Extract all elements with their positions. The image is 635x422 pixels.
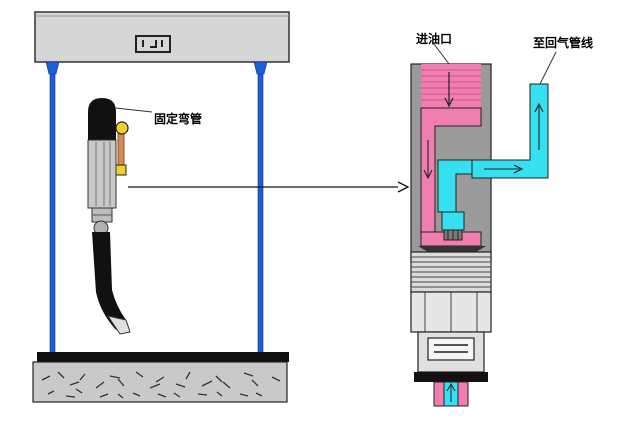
label-fixed-bend: 固定弯管 <box>154 112 203 126</box>
nozzle-cross-section <box>410 43 557 407</box>
label-oil-inlet: 进油口 <box>416 32 453 46</box>
handle-icon <box>135 35 171 53</box>
return-gas-pipe <box>471 83 549 179</box>
left-post <box>49 61 56 356</box>
right-post <box>257 61 264 356</box>
dispenser-frame <box>32 11 290 403</box>
ground-texture <box>41 371 281 399</box>
base-bar <box>37 352 289 362</box>
label-to-return-pipe: 至回气管线 <box>533 36 594 50</box>
arrow-icon <box>128 181 410 193</box>
nozzle-assembly <box>87 98 153 335</box>
